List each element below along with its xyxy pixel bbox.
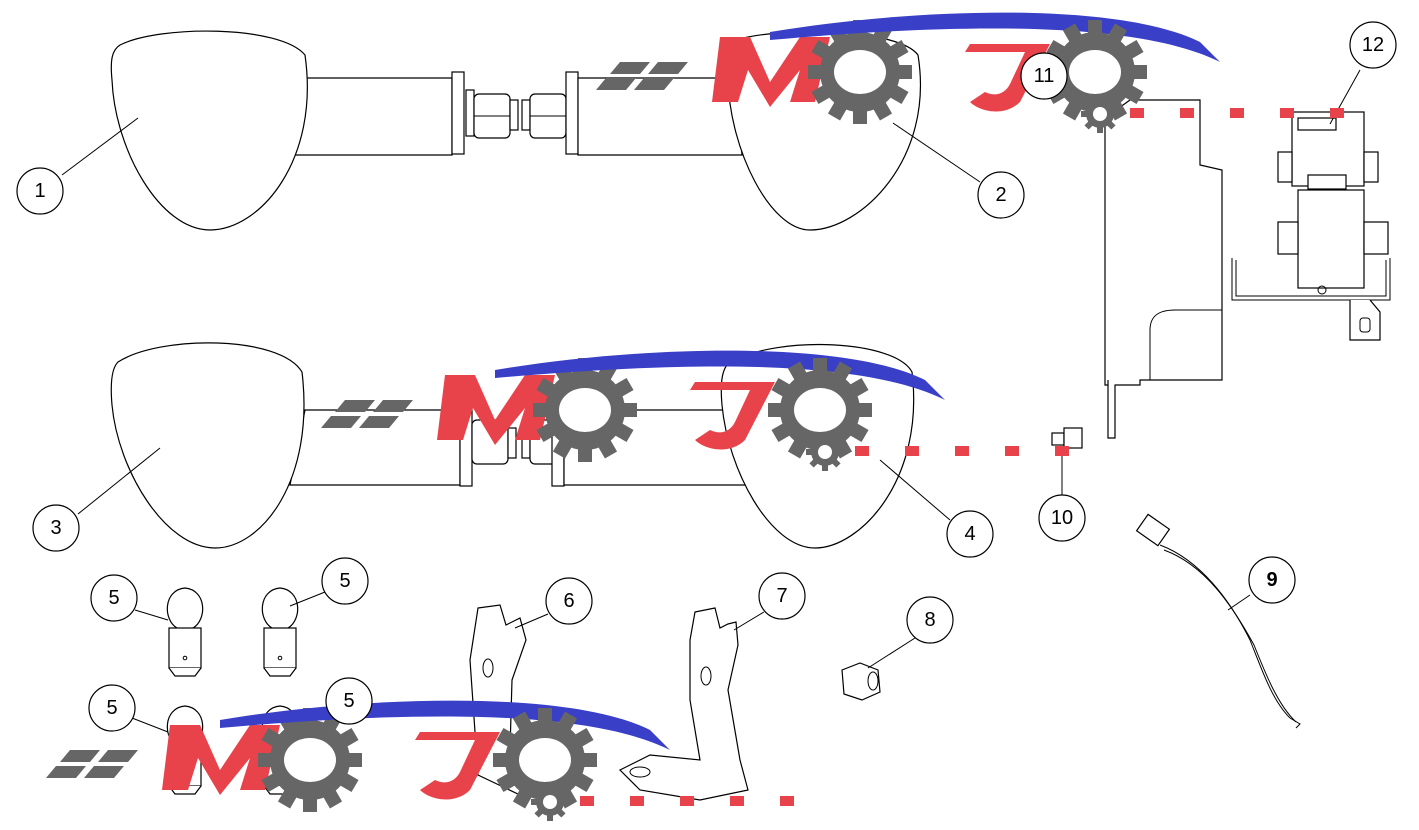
bolt <box>1051 427 1083 449</box>
callout-label: 2 <box>995 184 1006 206</box>
wire-harness <box>1135 513 1301 729</box>
bulb-top-left <box>166 587 204 677</box>
callout-5-bottom-right: 5 <box>325 677 373 725</box>
callout-label: 3 <box>50 517 61 539</box>
callout-10: 10 <box>1038 494 1086 542</box>
callout-5-bottom-left: 5 <box>88 684 136 732</box>
callout-5-top-right: 5 <box>321 557 369 605</box>
callout-label: 11 <box>1034 65 1055 87</box>
callout-6: 6 <box>545 577 593 625</box>
callout-label: 4 <box>964 523 975 545</box>
cover-bracket <box>1104 99 1223 439</box>
callout-9: 9 <box>1248 556 1296 604</box>
relay-module <box>1231 111 1391 341</box>
callout-5-top-left: 5 <box>90 574 138 622</box>
callout-label: 12 <box>1362 34 1384 56</box>
callout-label: 6 <box>563 590 574 612</box>
callout-label: 9 <box>1266 569 1277 591</box>
callout-label: 5 <box>108 587 119 609</box>
bracket-right <box>618 607 749 801</box>
callout-8: 8 <box>906 596 954 644</box>
callout-label: 5 <box>343 690 354 712</box>
callout-label: 8 <box>924 609 935 631</box>
callout-4: 4 <box>946 510 994 558</box>
callout-label: 5 <box>106 697 117 719</box>
callout-3: 3 <box>32 504 80 552</box>
nut <box>841 662 881 701</box>
indicator-front-left <box>110 30 519 231</box>
bulb-top-right <box>261 587 299 677</box>
callout-label: 5 <box>339 570 350 592</box>
callout-7: 7 <box>758 572 806 620</box>
callout-1: 1 <box>16 167 64 215</box>
callout-label: 7 <box>776 585 787 607</box>
callout-2: 2 <box>977 171 1025 219</box>
callout-label: 1 <box>34 180 45 202</box>
callout-12: 12 <box>1349 21 1397 69</box>
callout-label: 10 <box>1051 507 1073 529</box>
indicator-rear-left <box>110 342 567 549</box>
callout-11: 11 <box>1020 52 1068 100</box>
